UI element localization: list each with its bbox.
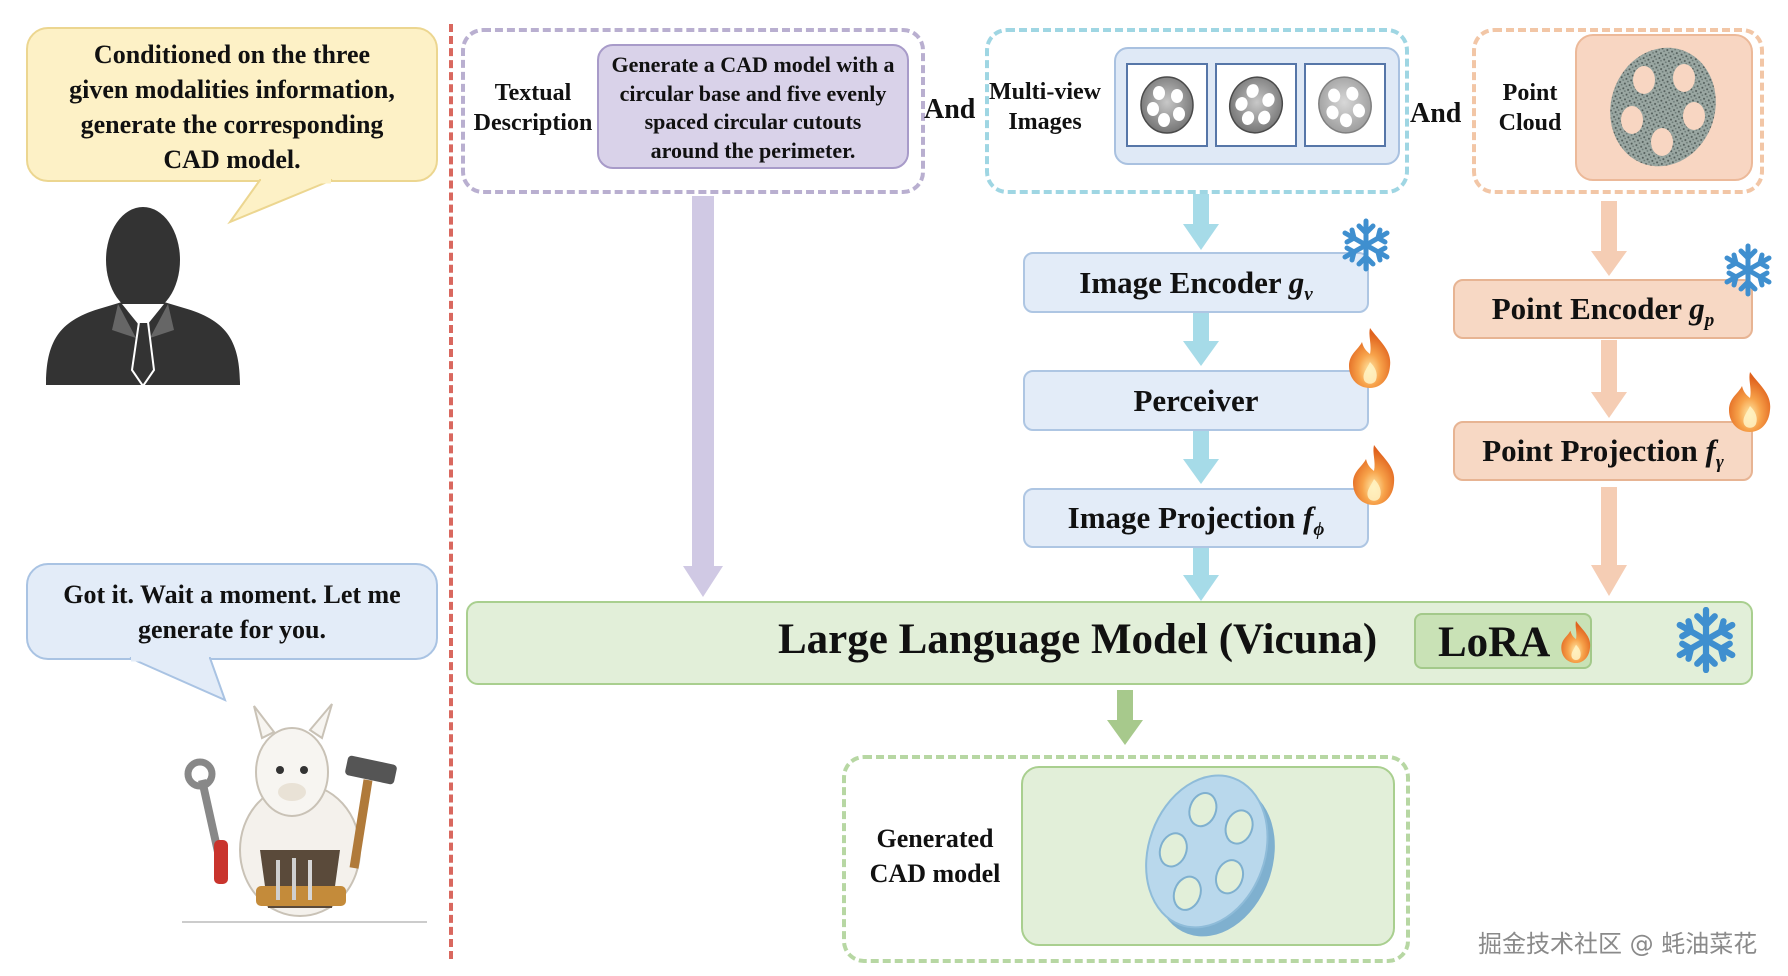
user-speech-bubble: Conditioned on the three given modalitie… [26,27,438,182]
point-encoder-label: Point Encoder [1491,291,1690,326]
text-to-llm-arrow [692,196,714,566]
assistant-bubble-tail [129,656,227,702]
prompt-line-1: Generate a CAD model with a [611,52,895,77]
trainable-fire-icon [1561,621,1591,663]
trainable-fire-icon [1349,328,1391,388]
perceiver-box: Perceiver [1023,370,1369,431]
perceiver-label: Perceiver [1133,383,1259,418]
user-avatar-icon [46,207,240,388]
user-bubble-line-3: generate the corresponding [80,110,384,139]
image-projection-box: Image Projection fϕ [1023,488,1369,548]
image-modality-label: Multi-view Images [985,77,1105,137]
point-encoder-box: Point Encoder gp [1453,279,1753,339]
prompt-line-4: around the perimeter. [650,137,856,163]
image-encoder-symbol: g [1288,265,1305,300]
point-projection-symbol: f [1705,433,1716,468]
lora-label: LoRA [1438,619,1551,666]
pointcloud-modality-label: Point Cloud [1480,78,1580,138]
prompt-line-3: spaced circular cutouts [644,109,862,134]
view-thumbnail-1 [1126,63,1208,147]
and-label-1: And [924,94,976,125]
and-label-2: And [1410,98,1462,129]
text-arrowhead [683,566,723,597]
user-bubble-tail [227,178,333,225]
assistant-speech-bubble: Got it. Wait a moment. Let me generate f… [26,563,438,660]
point-projection-box: Point Projection fγ [1453,421,1753,481]
text-label-line-1: Textual [494,80,572,106]
point-projection-label: Point Projection [1482,433,1706,468]
trainable-fire-icon [1729,372,1771,432]
image-encoder-label: Image Encoder [1079,265,1289,300]
view-thumbnail-3 [1304,63,1386,147]
image-input-group [985,28,1409,194]
text-input-group [461,28,925,194]
lora-box: LoRA [1414,613,1592,669]
llm-title: Large Language Model (Vicuna) [778,616,1378,663]
image-projection-symbol: f [1302,500,1314,535]
pointcloud-label-line-1: Point [1502,80,1558,106]
pointcloud-label-line-2: Cloud [1498,110,1562,136]
user-bubble-line-1: Conditioned on the three [93,40,371,69]
assistant-bubble-line-2: generate for you. [138,615,326,644]
image-encoder-subscript: v [1304,284,1313,306]
trainable-fire-icon [1353,445,1395,505]
watermark-text: 掘金技术社区 @ 蚝油菜花 [1478,930,1758,958]
image-label-line-1: Multi-view [989,79,1101,105]
image-encoder-box: Image Encoder gv [1023,252,1369,313]
point-projection-subscript: γ [1715,452,1724,474]
pointcloud-input-group [1472,28,1764,194]
output-label-line-2: CAD model [869,859,1001,888]
image-projection-subscript: ϕ [1313,519,1325,541]
generated-cad-model-icon [1145,774,1275,937]
image-label-line-2: Images [1008,109,1082,135]
output-group [842,755,1410,963]
text-modality-label: Textual Description [463,78,603,138]
user-bubble-line-4: CAD model. [163,145,301,174]
image-projection-label: Image Projection [1067,500,1303,535]
frozen-snowflake-icon [1673,607,1739,673]
prompt-line-2: circular base and five evenly [619,80,887,106]
text-prompt-box: Generate a CAD model with a circular bas… [597,44,909,169]
point-encoder-subscript: p [1704,310,1715,332]
section-divider [449,24,453,959]
pointcloud-icon [1610,47,1716,167]
output-label: Generated CAD model [855,821,1015,891]
point-encoder-symbol: g [1689,291,1705,326]
frozen-snowflake-icon [1720,242,1776,298]
output-label-line-1: Generated [876,824,994,853]
text-label-line-2: Description [473,110,593,136]
frozen-snowflake-icon [1339,218,1393,272]
assistant-bubble-line-1: Got it. Wait a moment. Let me [63,580,401,609]
view-thumbnail-2 [1215,63,1297,147]
user-bubble-line-2: given modalities information, [69,75,395,104]
llama-assistant-icon [182,703,427,923]
